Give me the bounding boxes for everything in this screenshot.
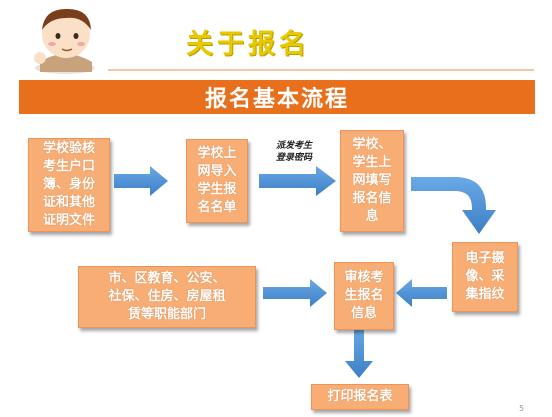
page-number: 5 xyxy=(519,404,525,413)
mascot-illustration xyxy=(34,8,95,74)
box-departments: 市、区教育、公安、 社保、住房、房屋租 赁等职能部门 xyxy=(78,266,256,328)
arrow-review-to-print xyxy=(345,326,373,378)
box-print-form: 打印报名表 xyxy=(311,384,409,410)
page-header-title: 关于报名 xyxy=(186,29,310,60)
arrow-import-to-fill xyxy=(259,166,336,196)
box-online-fill: 学校、 学生上 网填写 报名信 息 xyxy=(340,130,404,232)
header-divider xyxy=(108,69,534,71)
arrow-departments-to-review xyxy=(263,279,327,307)
section-banner: 报名基本流程 xyxy=(19,80,535,114)
box-school-import: 学校上 网导入 学生报 名名单 xyxy=(186,139,248,223)
box-photo-fingerprint: 电子摄 像、采 集指纹 xyxy=(452,242,518,312)
box-school-verify: 学校验核 考生户口 簿、身份 证和其他 证明文件 xyxy=(28,138,110,232)
arrow-fill-to-photo xyxy=(411,177,496,234)
note-issue-password: 派发考生 登录密码 xyxy=(275,141,312,163)
arrow-verify-to-import xyxy=(114,166,168,196)
arrow-photo-to-review xyxy=(396,279,447,307)
box-review-info: 审核考 生报名 信息 xyxy=(334,262,394,330)
